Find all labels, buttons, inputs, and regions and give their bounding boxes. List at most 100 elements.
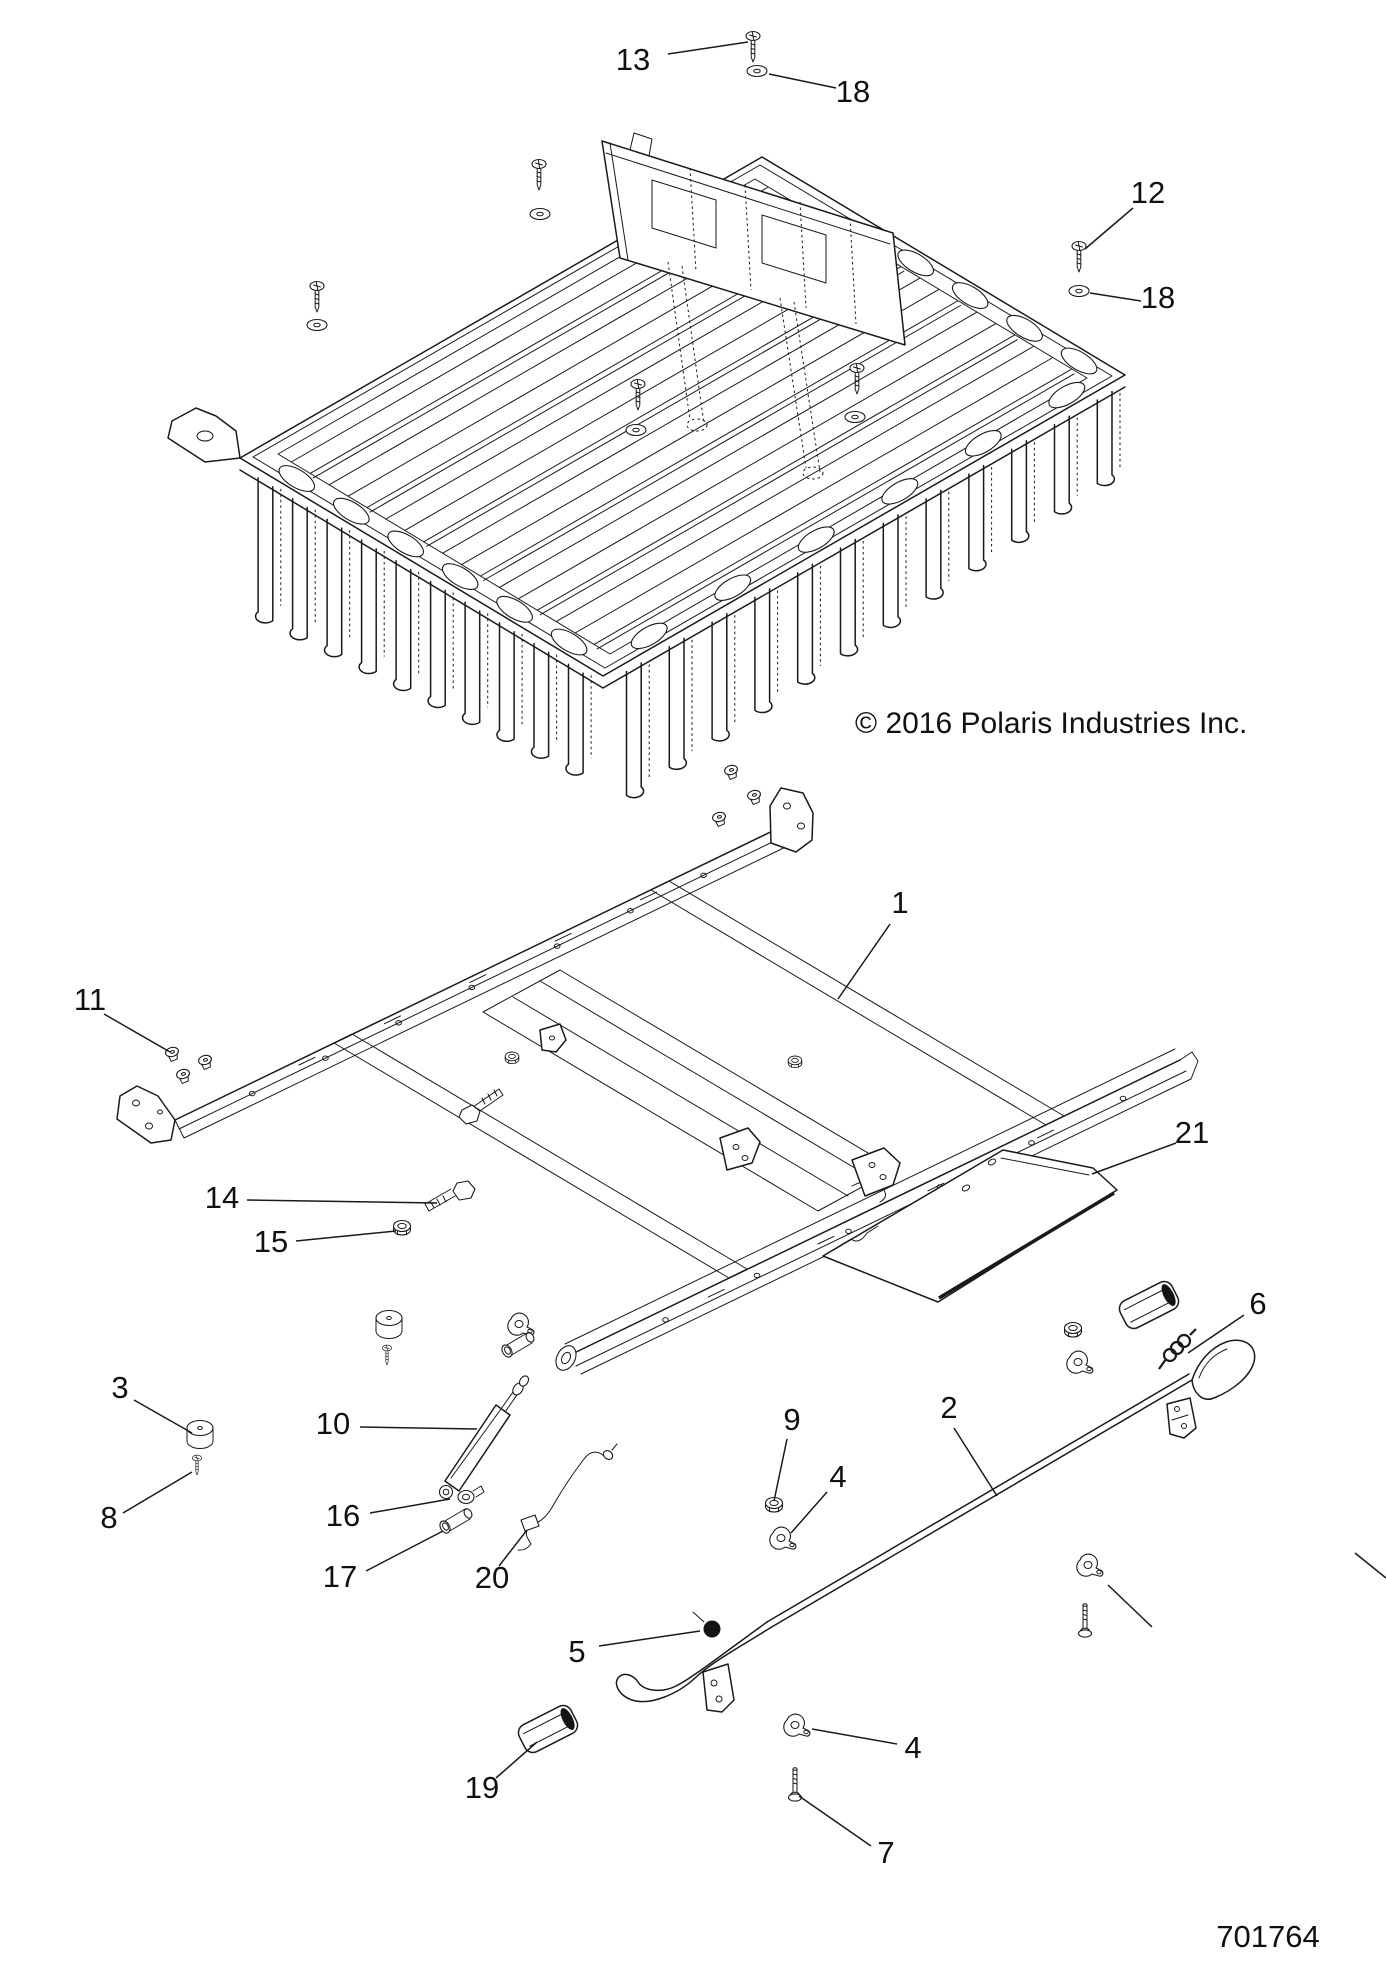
washer-icon: [306, 318, 328, 332]
callout-leader-line: [498, 1529, 528, 1567]
spring-icon: [1158, 1328, 1197, 1370]
callout-leader-line: [953, 1427, 998, 1497]
cargo-box-headboard: [601, 132, 906, 346]
rivet-icon: [746, 788, 764, 806]
callout-leader-line: [1187, 1314, 1245, 1354]
clevis-pin-icon: [437, 1506, 475, 1536]
callout-leader-line: [122, 1471, 193, 1514]
frame-back-rail: [174, 824, 786, 1121]
washer-icon: [625, 423, 647, 437]
callout-number-11: 11: [74, 982, 106, 1017]
rivet-icon: [723, 763, 741, 781]
callout-leader-line: [1089, 292, 1142, 302]
callout-number-7: 7: [877, 1835, 894, 1870]
frame-hanger-bracket: [539, 1023, 567, 1053]
washer-icon: [529, 207, 551, 221]
cargo-box-wall-corrugations: [254, 390, 1121, 799]
screw-icon: [382, 1344, 392, 1366]
callout-leader-line: [1091, 1142, 1177, 1175]
callout-leader-line: [773, 1438, 788, 1502]
nut-icon: [1063, 1321, 1083, 1338]
callout-leader-line: [133, 1399, 193, 1434]
callout-number-15: 15: [254, 1224, 288, 1259]
frame-end-plate: [116, 1085, 176, 1144]
loose-parts: [164, 763, 1256, 1802]
callout-leader-line: [295, 1230, 397, 1242]
callout-leader-line: [369, 1498, 451, 1514]
callout-number-8: 8: [100, 1500, 117, 1535]
clamp-icon: [507, 1312, 535, 1336]
latch-rod-icon: [615, 1339, 1256, 1713]
clamp-icon: [1076, 1553, 1104, 1577]
callout-number-18: 18: [1141, 280, 1175, 315]
callout-leader-line: [495, 1741, 538, 1779]
shock-strut-icon: [438, 1375, 530, 1500]
callout-number-14: 14: [205, 1180, 239, 1215]
washer-icon: [1068, 284, 1090, 298]
callout-number-6: 6: [1249, 1286, 1266, 1321]
callout-number-13: 13: [616, 42, 650, 77]
callout-leader-line: [103, 1013, 171, 1053]
nut-icon: [392, 1219, 412, 1236]
callout-leader-line: [790, 1491, 828, 1534]
callout-number-18: 18: [836, 74, 870, 109]
rivet-icon: [175, 1067, 193, 1085]
leader-line: [1354, 1552, 1386, 1579]
screw-icon: [192, 1454, 202, 1476]
callout-leader-line: [811, 1728, 898, 1745]
eyelet-icon: [457, 1485, 485, 1505]
bolt-icon: [458, 1088, 504, 1125]
figure-number: 701764: [1216, 1919, 1319, 1954]
bumper-icon: [186, 1419, 214, 1450]
callout-number-12: 12: [1131, 175, 1165, 210]
cargo-box-rim-outer: [239, 156, 1126, 677]
frame-center-channel: [482, 969, 896, 1212]
cargo-box-rim-inner: [252, 164, 1113, 669]
screw-icon: [630, 378, 646, 411]
clamp-icon: [1066, 1350, 1094, 1374]
callout-number-10: 10: [316, 1406, 350, 1441]
callout-leader-line: [798, 1795, 872, 1847]
callout-number-1: 1: [891, 885, 908, 920]
callout-leader-line: [365, 1530, 444, 1572]
callout-leader-line: [598, 1630, 701, 1647]
callout-number-9: 9: [783, 1402, 800, 1437]
leader-line: [1107, 1584, 1153, 1628]
frame-lift-bracket: [851, 1147, 901, 1197]
cargo-box-support-braces: [667, 261, 824, 480]
callout-number-4: 4: [904, 1730, 921, 1765]
frame-front-rail: [569, 1059, 1181, 1356]
roller-pad-icon: [517, 1704, 579, 1754]
nut-icon: [504, 1051, 520, 1065]
cargo-box-floor-slats: [290, 186, 1075, 650]
deflector-panel-icon: [822, 1149, 1118, 1303]
frame-rail-holes: [248, 872, 1127, 1323]
latch-knob-icon: [692, 1611, 721, 1638]
screw-icon: [1071, 240, 1087, 273]
callout-number-17: 17: [323, 1559, 357, 1594]
bumper-icon: [375, 1309, 403, 1340]
cargo-box-floor-edge: [277, 178, 1088, 655]
callout-leader-line: [1084, 207, 1134, 250]
callout-number-20: 20: [475, 1560, 509, 1595]
callout-number-2: 2: [940, 1390, 957, 1425]
screw-icon: [745, 30, 761, 63]
cargo-box-assembly: [167, 132, 1126, 799]
cable-icon: [517, 1443, 618, 1551]
clamp-icon: [783, 1713, 811, 1737]
washer-icon: [746, 64, 768, 78]
callout-leader-line: [768, 73, 837, 89]
washer-icon: [844, 410, 866, 424]
frame-cross-member: [333, 1033, 748, 1279]
rivet-icon: [711, 810, 729, 828]
callout-number-21: 21: [1175, 1115, 1209, 1150]
callout-number-16: 16: [326, 1498, 360, 1533]
callout-leader-line: [837, 923, 891, 1000]
bolt-icon: [424, 1180, 476, 1212]
callout-leader-line: [246, 1199, 438, 1204]
frame-lift-bracket: [719, 1127, 761, 1171]
bolt-icon: [1077, 1603, 1093, 1638]
roller-pad-icon: [1118, 1280, 1180, 1330]
callout-number-3: 3: [111, 1370, 128, 1405]
